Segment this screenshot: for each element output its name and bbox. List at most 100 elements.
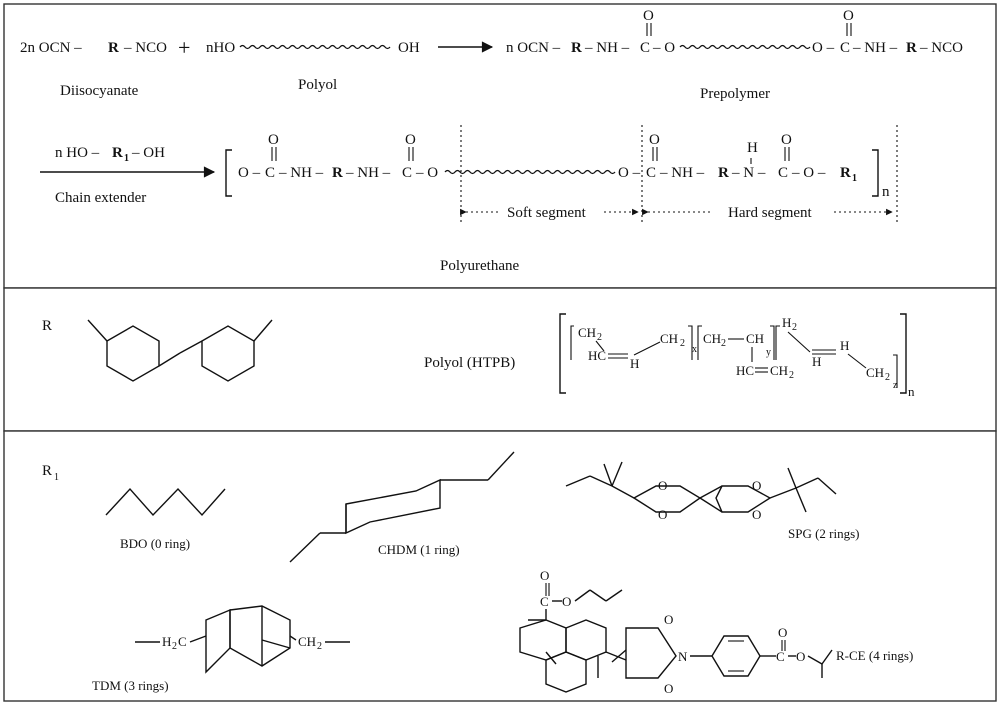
svg-text:H: H [747, 140, 758, 156]
svg-text:O: O [649, 132, 660, 148]
svg-text:R: R [332, 165, 343, 181]
polyol-oh: OH [398, 40, 420, 56]
plus-sign: + [178, 35, 190, 60]
svg-text:n: n [908, 384, 915, 399]
polyol-label: Polyol [298, 77, 337, 93]
svg-text:2: 2 [597, 332, 602, 343]
bdo-structure: BDO (0 ring) [105, 487, 226, 551]
wavy-chain-icon [444, 169, 616, 175]
svg-text:O: O [781, 132, 792, 148]
svg-text:O: O [843, 8, 854, 24]
svg-text:– NH –: – NH – [584, 40, 630, 56]
svg-text:CH: CH [578, 325, 596, 340]
svg-text:O –: O – [618, 165, 641, 181]
svg-text:1: 1 [124, 153, 129, 164]
hard-segment-label: Hard segment [728, 205, 813, 221]
svg-text:2: 2 [885, 372, 890, 383]
diisocyanate-suffix: – NCO [123, 40, 167, 56]
svg-text:– O: – O [415, 165, 438, 181]
polyol-ho: nHO [206, 40, 235, 56]
svg-text:O: O [664, 612, 673, 627]
r1-label: R [42, 463, 52, 479]
svg-text:C: C [178, 634, 187, 649]
svg-text:O: O [664, 681, 673, 696]
svg-text:C: C [646, 165, 656, 181]
svg-text:– OH: – OH [131, 145, 165, 161]
bracket-right [872, 149, 879, 197]
bdo-label: BDO (0 ring) [120, 536, 190, 551]
svg-text:C: C [778, 165, 788, 181]
soft-segment-label: Soft segment [507, 205, 587, 221]
svg-text:– NCO: – NCO [919, 40, 963, 56]
svg-text:CH: CH [660, 331, 678, 346]
spg-label: SPG (2 rings) [788, 526, 860, 541]
svg-text:– NH –: – NH – [852, 40, 898, 56]
svg-text:H: H [162, 634, 171, 649]
svg-text:O: O [268, 132, 279, 148]
r1-label-group: R 1 [42, 463, 59, 483]
svg-text:R: R [718, 165, 729, 181]
svg-text:R: R [840, 165, 851, 181]
svg-text:– NH –: – NH – [278, 165, 324, 181]
svg-text:– N –: – N – [731, 165, 766, 181]
prepolymer-prefix: n OCN – [506, 40, 561, 56]
svg-text:R: R [906, 40, 917, 56]
svg-text:C: C [265, 165, 275, 181]
reaction-panel [3, 3, 997, 289]
svg-text:H: H [782, 315, 791, 330]
svg-text:2: 2 [680, 338, 685, 349]
chain-extender-formula: n HO – [55, 145, 100, 161]
r-structure: R [42, 318, 273, 382]
svg-text:– O: – O [652, 40, 675, 56]
svg-text:CH: CH [770, 363, 788, 378]
htpb-structure: Polyol (HTPB) n CH 2 HC H CH 2 x CH 2 CH… [424, 313, 915, 399]
svg-text:– NH –: – NH – [659, 165, 705, 181]
repeat-n: n [882, 184, 890, 200]
rce-structure: O C O O O N C O O [519, 568, 913, 696]
svg-text:2: 2 [172, 641, 177, 652]
svg-text:H: H [812, 354, 821, 369]
svg-text:HC: HC [736, 363, 754, 378]
svg-text:O: O [562, 594, 571, 609]
svg-text:O: O [796, 649, 805, 664]
polyurethane-label: Polyurethane [440, 258, 519, 274]
diisocyanate-prefix: 2n OCN – [20, 40, 82, 56]
chdm-structure: CHDM (1 ring) [289, 451, 515, 563]
svg-text:HC: HC [588, 348, 606, 363]
reaction-row-2: n HO – R 1 – OH Chain extender O – C O –… [40, 125, 898, 274]
chain-extender-panel [3, 430, 997, 702]
svg-text:2: 2 [721, 338, 726, 349]
svg-text:H: H [630, 356, 639, 371]
svg-text:O –: O – [812, 40, 835, 56]
diisocyanate-r: R [108, 40, 119, 56]
tdm-label: TDM (3 rings) [92, 678, 169, 693]
diisocyanate-label: Diisocyanate [60, 83, 139, 99]
wavy-chain-icon [679, 44, 811, 50]
polyol-htpb-label: Polyol (HTPB) [424, 355, 515, 371]
spg-structure: O O O O SPG (2 rings) [565, 461, 860, 541]
chdm-label: CHDM (1 ring) [378, 542, 460, 557]
svg-text:CH: CH [866, 365, 884, 380]
svg-text:H: H [840, 338, 849, 353]
svg-text:1: 1 [852, 173, 857, 184]
prepolymer-label: Prepolymer [700, 86, 770, 102]
r-label: R [42, 318, 52, 334]
svg-text:CH: CH [746, 331, 764, 346]
svg-text:C: C [776, 649, 785, 664]
svg-text:O: O [752, 507, 761, 522]
svg-text:O: O [752, 478, 761, 493]
svg-text:C: C [840, 40, 850, 56]
svg-text:C: C [640, 40, 650, 56]
svg-text:2: 2 [792, 322, 797, 333]
svg-text:O: O [778, 625, 787, 640]
svg-text:CH: CH [703, 331, 721, 346]
svg-text:N: N [678, 649, 688, 664]
svg-text:O –: O – [238, 165, 261, 181]
svg-text:C: C [402, 165, 412, 181]
svg-text:O: O [658, 507, 667, 522]
tdm-structure: H 2 C CH 2 TDM (3 rings) [92, 605, 350, 693]
svg-text:1: 1 [54, 472, 59, 483]
wavy-chain-icon [239, 44, 391, 50]
svg-text:O: O [540, 568, 549, 583]
